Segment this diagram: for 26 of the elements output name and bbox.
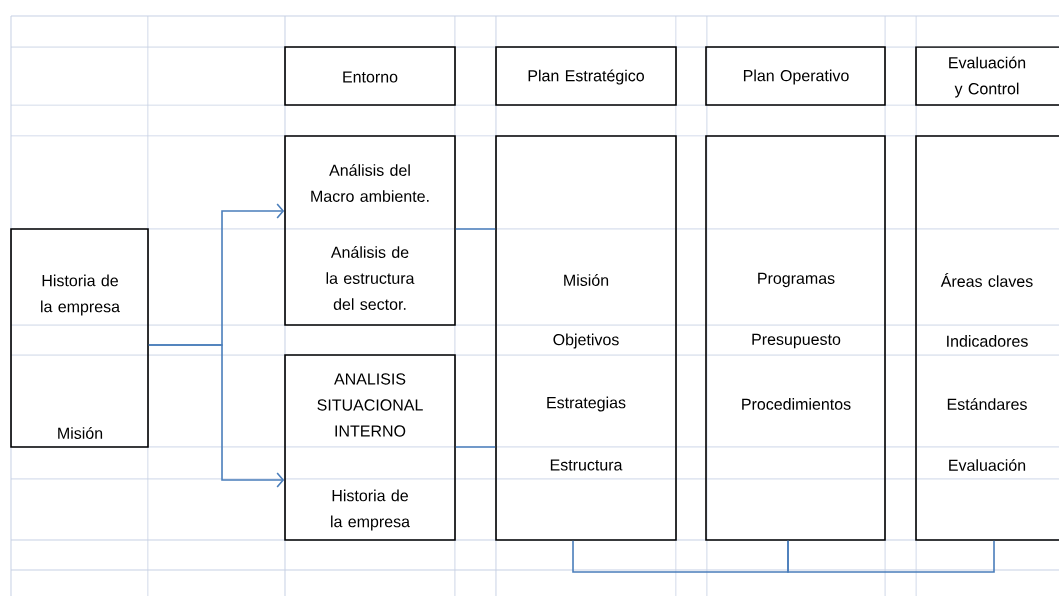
connector [455, 228, 496, 230]
box-text: Procedimientos [742, 398, 851, 410]
box-text: Presupuesto [752, 333, 841, 349]
connector [787, 540, 995, 573]
box-text: Objetivos [553, 333, 619, 349]
connector [572, 540, 789, 573]
box-text: Estrategias [547, 396, 626, 412]
box-text: Plan Operativo [743, 69, 849, 85]
box-text: Misión [564, 274, 609, 286]
box-text: Análisis de la estructura del sector. [326, 246, 415, 310]
box-text: Plan Estratégico [528, 69, 644, 85]
connector [455, 446, 496, 448]
box-text: Estándares [947, 398, 1027, 410]
box-text: Análisis del Macro ambiente. [311, 164, 429, 202]
box-text: Programas [758, 272, 835, 288]
box-text: Entorno [343, 71, 398, 83]
box-text: Historia de la empresa [331, 489, 410, 531]
box-text: Historia de la empresa [41, 274, 120, 316]
box-text: Áreas claves [940, 272, 1033, 287]
box-text: Misión [58, 427, 103, 439]
box-text: ANALISIS SITUACIONAL INTERNO [317, 373, 423, 437]
box-text: Indicadores [947, 335, 1028, 347]
box-text: Estructura [550, 459, 623, 471]
connector [148, 344, 285, 488]
box-text: Evaluación y Control [949, 56, 1026, 98]
box-text: Evaluación [949, 459, 1026, 471]
